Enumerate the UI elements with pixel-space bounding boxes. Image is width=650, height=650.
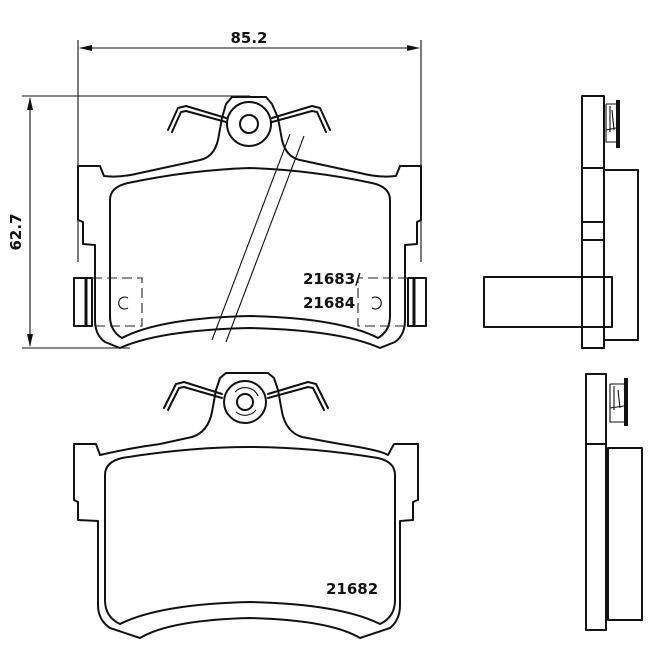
top-pad-front-view: 21683/ 21684 bbox=[73, 96, 427, 349]
top-pad-part-number-2: 21684 bbox=[303, 294, 355, 312]
width-dimension-label: 85.2 bbox=[230, 29, 267, 47]
bottom-pad-part-number: 21682 bbox=[326, 580, 378, 598]
height-dimension-label: 62.7 bbox=[7, 213, 25, 250]
height-dimension: 62.7 bbox=[7, 95, 250, 349]
pin-boss bbox=[226, 101, 272, 147]
bottom-pad-side-view bbox=[585, 373, 643, 631]
pin-boss bbox=[223, 380, 267, 424]
bottom-pad-front-view: 21682 bbox=[73, 372, 419, 639]
arrow-down-icon bbox=[27, 334, 33, 347]
width-dimension: 85.2 bbox=[77, 29, 422, 262]
pin-hole bbox=[236, 393, 254, 411]
arrow-up-icon bbox=[27, 97, 33, 110]
top-pad-part-number-1: 21683/ bbox=[303, 270, 361, 288]
top-pad-side-view bbox=[483, 95, 639, 349]
arrow-left-icon bbox=[79, 45, 92, 51]
spring-coil-icon bbox=[605, 100, 620, 148]
pin-hole bbox=[239, 114, 259, 134]
spring-coil-icon bbox=[609, 378, 628, 426]
arrow-right-icon bbox=[407, 45, 420, 51]
side-view-shim bbox=[483, 276, 613, 328]
